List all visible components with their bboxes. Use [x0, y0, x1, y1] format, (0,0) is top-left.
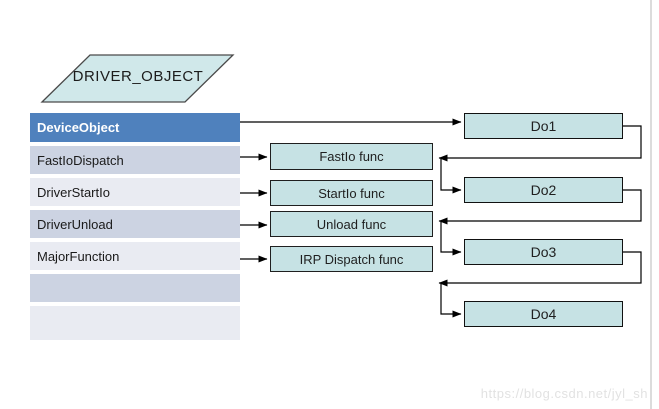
csdn-watermark: https://blog.csdn.net/jyl_sh [480, 386, 648, 401]
table-row-deviceobject: DeviceObject [30, 113, 240, 142]
connector-do2-do3 [440, 221, 462, 256]
table-row-driverstartio: DriverStartIo [30, 178, 240, 206]
table-row-empty-1 [30, 274, 240, 302]
connector-do3-return [438, 251, 642, 287]
device-object-box-do4: Do4 [464, 301, 623, 327]
device-object-box-do2: Do2 [464, 177, 623, 203]
startio-func-box: StartIo func [270, 180, 433, 206]
driver-object-title: DRIVER_OBJECT [72, 67, 204, 85]
connector-do2-return [438, 189, 642, 225]
table-row-empty-2 [30, 306, 240, 340]
fastio-func-box: FastIo func [270, 143, 433, 170]
unload-func-box: Unload func [270, 211, 433, 237]
connector-do3-do4 [440, 283, 462, 318]
driver-object-parallelogram [40, 54, 235, 103]
table-row-fastiodispatch: FastIoDispatch [30, 146, 240, 174]
table-row-majorfunction: MajorFunction [30, 242, 240, 270]
table-row-driverunload: DriverUnload [30, 210, 240, 238]
connector-do1-do2 [440, 158, 462, 194]
irp-dispatch-func-box: IRP Dispatch func [270, 246, 433, 272]
device-object-box-do3: Do3 [464, 239, 623, 265]
page-right-border [650, 0, 652, 409]
connector-do1-return [438, 125, 642, 162]
device-object-box-do1: Do1 [464, 113, 623, 139]
